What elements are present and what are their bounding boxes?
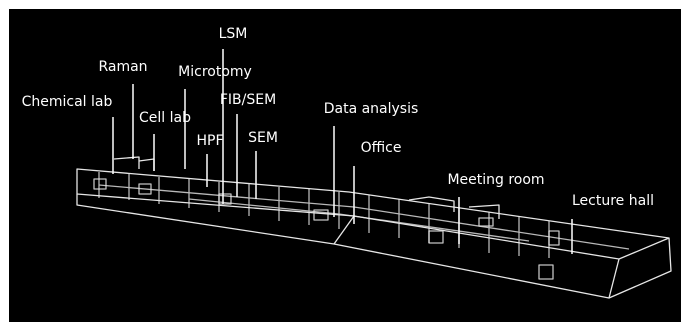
label-raman: Raman xyxy=(98,59,148,75)
label-microtomy: Microtomy xyxy=(178,64,252,80)
label-meeting-room: Meeting room xyxy=(447,172,545,188)
label-lecture-hall: Lecture hall xyxy=(572,193,654,209)
building-wireframe xyxy=(76,49,672,299)
floor-plan-diagram: Chemical lab Raman Cell lab Microtomy LS… xyxy=(9,9,681,322)
building-base-outline xyxy=(76,194,672,299)
label-data-analysis: Data analysis xyxy=(323,101,419,117)
building-top-outline xyxy=(76,168,670,260)
label-chemical-lab: Chemical lab xyxy=(21,94,113,110)
leader-lines xyxy=(112,49,573,254)
label-cell-lab: Cell lab xyxy=(139,110,191,126)
label-fib-sem: FIB/SEM xyxy=(219,92,277,108)
label-hpf: HPF xyxy=(196,133,224,149)
label-office: Office xyxy=(360,140,402,156)
windows xyxy=(93,178,560,280)
label-sem: SEM xyxy=(248,130,278,146)
label-lsm: LSM xyxy=(218,26,248,42)
